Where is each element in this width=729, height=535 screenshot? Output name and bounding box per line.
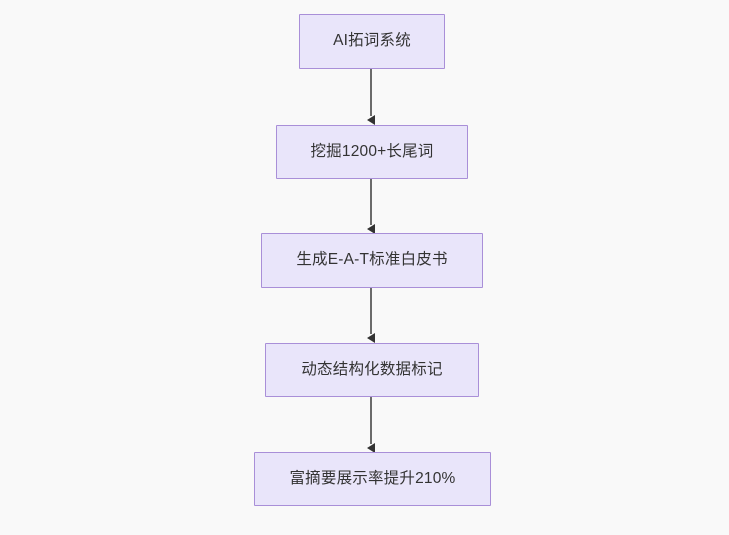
flow-node-ai-keyword-system[interactable]: AI拓词系统: [299, 14, 445, 69]
flow-node-label: 富摘要展示率提升210%: [289, 469, 456, 487]
flow-node-label: AI拓词系统: [333, 32, 411, 50]
flow-node-label: 挖掘1200+长尾词: [310, 142, 434, 160]
flow-node-label: 动态结构化数据标记: [301, 360, 443, 378]
flow-node-label: 生成E-A-T标准白皮书: [296, 251, 448, 269]
flow-node-generate-eat-whitepaper[interactable]: 生成E-A-T标准白皮书: [261, 233, 483, 288]
flow-node-mine-longtail-keywords[interactable]: 挖掘1200+长尾词: [276, 125, 468, 179]
flow-node-dynamic-structured-data-markup[interactable]: 动态结构化数据标记: [265, 343, 479, 397]
flow-node-rich-snippet-rate-increase[interactable]: 富摘要展示率提升210%: [254, 452, 491, 506]
